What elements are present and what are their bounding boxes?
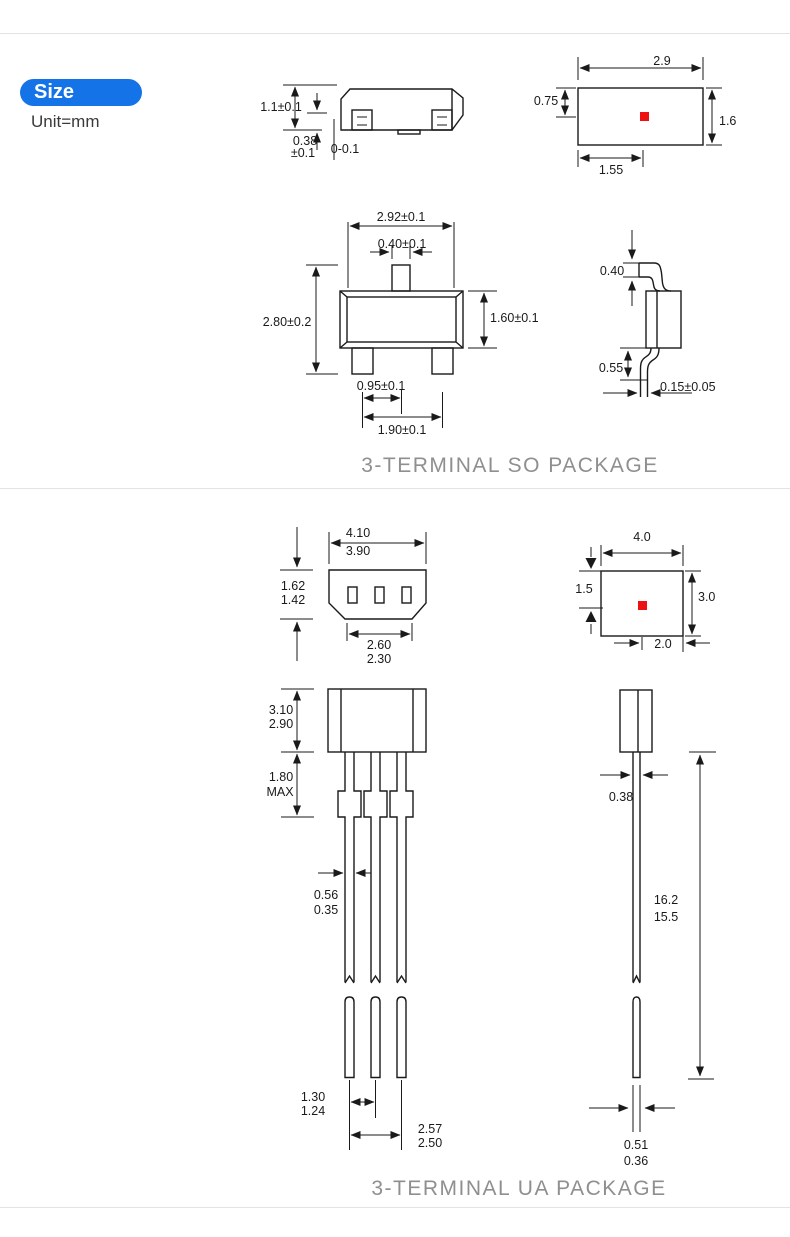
dim-so-side-body-height: 1.1±0.1 bbox=[260, 99, 302, 114]
dim-so-profile-lead-thickness: 0.15±0.05 bbox=[660, 379, 716, 394]
dim-ua-top-width-min: 3.90 bbox=[345, 543, 371, 558]
top-divider bbox=[0, 33, 790, 34]
dim-ua-front-body-height-max: 3.10 bbox=[268, 702, 294, 717]
dim-so-top-pad-width: 1.55 bbox=[598, 162, 624, 177]
so-side-view-drawing bbox=[283, 84, 464, 160]
dim-so-front-overall-height: 2.80±0.2 bbox=[262, 314, 312, 329]
unit-label: Unit=mm bbox=[31, 112, 100, 131]
dim-ua-top-bottom-width-min: 2.30 bbox=[366, 651, 392, 666]
dim-ua-front-lead-width-min: 0.35 bbox=[313, 902, 339, 917]
dim-ua-front-lead-width-max: 0.56 bbox=[313, 887, 339, 902]
so-top-view-drawing bbox=[556, 57, 722, 167]
dim-ua-front-lead-pitch-min: 1.24 bbox=[300, 1103, 326, 1118]
ua-front-view-drawing bbox=[281, 688, 427, 1150]
dim-ua-side-lead-length-min: 15.5 bbox=[653, 909, 679, 924]
so-marking-dot bbox=[640, 112, 649, 121]
dim-ua-top-bottom-width-max: 2.60 bbox=[366, 637, 392, 652]
dim-so-top-body-width: 2.9 bbox=[653, 53, 671, 68]
dim-so-top-body-depth: 1.6 bbox=[719, 113, 737, 128]
so-profile-view-drawing bbox=[603, 230, 692, 397]
dim-ua-marking-center-offset-x: 2.0 bbox=[654, 636, 672, 651]
dim-ua-front-body-height-min: 2.90 bbox=[268, 716, 294, 731]
ua-top-view-drawing bbox=[280, 527, 427, 661]
size-section-badge: Size bbox=[20, 79, 142, 106]
dim-ua-top-width-max: 4.10 bbox=[345, 525, 371, 540]
dim-so-side-standoff: 0-0.1 bbox=[330, 141, 360, 156]
so-package-caption: 3-TERMINAL SO PACKAGE bbox=[361, 454, 659, 477]
ua-package-caption: 3-TERMINAL UA PACKAGE bbox=[371, 1177, 667, 1200]
dim-ua-front-lead-span-max: 2.57 bbox=[417, 1121, 443, 1136]
dim-so-side-lead-thickness-tol: ±0.1 bbox=[290, 145, 316, 160]
dim-ua-side-tip-width-min: 0.36 bbox=[623, 1153, 649, 1168]
dim-ua-marking-height: 3.0 bbox=[698, 589, 716, 604]
so-front-view-drawing bbox=[306, 222, 497, 428]
dim-so-front-lead-span: 1.90±0.1 bbox=[377, 422, 427, 437]
dim-ua-side-lead-length-max: 16.2 bbox=[653, 892, 679, 907]
ua-side-view-drawing bbox=[589, 689, 716, 1132]
dim-so-profile-bottom-lead-drop: 0.55 bbox=[598, 360, 624, 375]
ua-marking-view-drawing bbox=[579, 545, 710, 652]
section-divider bbox=[0, 488, 790, 489]
dim-ua-side-tip-width-max: 0.51 bbox=[623, 1137, 649, 1152]
dim-ua-top-depth-max: 1.62 bbox=[280, 578, 306, 593]
dim-so-front-lead-width: 0.40±0.1 bbox=[377, 236, 427, 251]
dim-ua-top-depth-min: 1.42 bbox=[280, 592, 306, 607]
dim-ua-front-lead-span-min: 2.50 bbox=[417, 1135, 443, 1150]
ua-marking-dot bbox=[638, 601, 647, 610]
dim-ua-side-lead-thickness: 0.38 bbox=[608, 789, 634, 804]
dim-ua-front-shoulder-qualifier: MAX bbox=[266, 784, 294, 799]
dim-so-front-lead-pitch: 0.95±0.1 bbox=[356, 378, 406, 393]
dim-ua-front-lead-pitch-max: 1.30 bbox=[300, 1089, 326, 1104]
dim-ua-front-shoulder-length: 1.80 bbox=[268, 769, 294, 784]
dim-so-top-pad-offset: 0.75 bbox=[533, 93, 559, 108]
dim-ua-marking-center-offset-y: 1.5 bbox=[575, 581, 593, 596]
dim-so-profile-top-lead-drop: 0.40 bbox=[599, 263, 625, 278]
dim-so-side-lead-thickness: 0.38 bbox=[292, 133, 318, 148]
dim-so-front-body-height: 1.60±0.1 bbox=[490, 310, 539, 325]
bottom-divider bbox=[0, 1207, 790, 1208]
dim-ua-marking-width: 4.0 bbox=[633, 529, 651, 544]
dim-so-front-overall-width: 2.92±0.1 bbox=[376, 209, 426, 224]
